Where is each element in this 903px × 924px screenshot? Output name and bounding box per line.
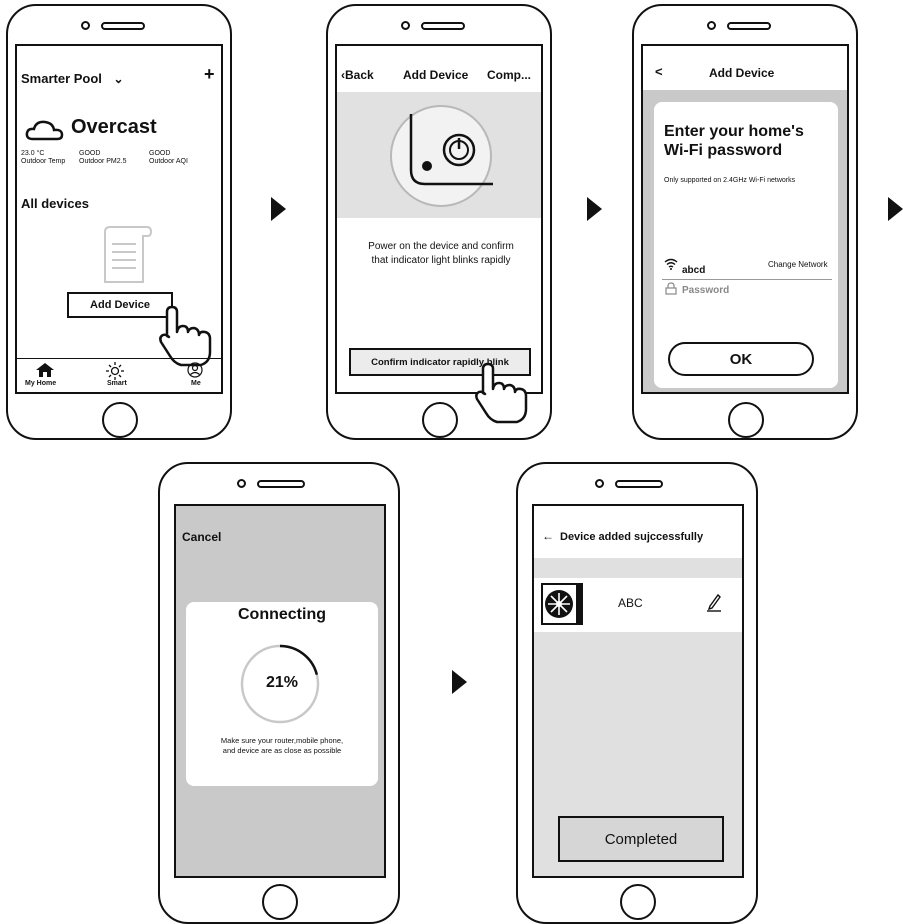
page-title: Device added sujccessfully — [560, 531, 704, 543]
dialog-heading: Enter your home's Wi-Fi password — [664, 123, 804, 159]
camera-dot — [707, 21, 716, 30]
home-button — [262, 884, 298, 920]
back-button[interactable]: < — [655, 64, 663, 79]
completed-button[interactable]: Completed — [558, 816, 724, 862]
cancel-button[interactable]: Cancel — [182, 530, 222, 544]
header-bar — [643, 46, 847, 90]
password-field[interactable]: Password — [682, 285, 730, 296]
home-button — [422, 402, 458, 438]
nav-label-my-home[interactable]: My Home — [25, 380, 57, 387]
progress-ring — [240, 644, 320, 724]
illustration-panel — [337, 92, 541, 218]
bottom-nav — [17, 358, 221, 359]
phone-frame-3: < Add Device Enter your home's Wi-Fi pas… — [632, 4, 858, 440]
next-step-arrow — [587, 197, 602, 221]
speaker-bar — [257, 480, 305, 488]
add-device-button[interactable]: Add Device — [67, 292, 173, 318]
confirm-blink-button[interactable]: Confirm indicator rapidly blink — [349, 348, 531, 376]
phone-frame-4: Cancel Connecting 21% Make sure your rou… — [158, 462, 400, 924]
change-network-link[interactable]: Change Network — [768, 260, 828, 269]
camera-dot — [237, 479, 246, 488]
screen-device-added: ← Device added sujccessfully ABC Complet… — [532, 504, 744, 878]
connecting-dialog: Connecting 21% Make sure your router,mob… — [186, 602, 378, 786]
speaker-bar — [615, 480, 663, 488]
screen-wifi-password: < Add Device Enter your home's Wi-Fi pas… — [641, 44, 849, 394]
camera-dot — [595, 479, 604, 488]
home-button — [102, 402, 138, 438]
next-step-arrow — [271, 197, 286, 221]
hand-pointer-icon — [475, 362, 528, 424]
back-button[interactable]: ‹Back — [341, 68, 374, 82]
edit-pencil-icon[interactable] — [706, 592, 722, 612]
ok-button[interactable]: OK — [668, 342, 814, 376]
progress-percent: 21% — [265, 674, 299, 691]
divider — [662, 279, 832, 280]
device-name: ABC — [618, 596, 643, 610]
user-icon[interactable] — [187, 362, 203, 378]
device-card[interactable]: ABC — [534, 578, 742, 632]
camera-dot — [401, 21, 410, 30]
home-button — [620, 884, 656, 920]
wifi-ssid: abcd — [682, 265, 706, 276]
wifi-dialog: Enter your home's Wi-Fi password Only su… — [654, 102, 838, 388]
chevron-down-icon: ⌄ — [113, 72, 124, 86]
complete-link[interactable]: Comp... — [487, 68, 531, 82]
dialog-title: Connecting — [238, 606, 326, 623]
lock-icon — [665, 282, 677, 295]
next-step-arrow — [452, 670, 467, 694]
nav-label-smart[interactable]: Smart — [107, 380, 127, 387]
next-step-arrow — [888, 197, 903, 221]
home-name[interactable]: Smarter Pool ⌄ — [21, 71, 124, 86]
page-title: Add Device — [403, 68, 469, 82]
weather-label: Overcast — [71, 116, 157, 138]
sun-icon[interactable] — [106, 362, 124, 380]
home-button — [728, 402, 764, 438]
network-note: Only supported on 2.4GHz Wi-Fi networks — [664, 177, 796, 184]
page-title: Add Device — [709, 66, 775, 80]
screen-add-device: ‹Back Add Device Comp... Power on the de… — [335, 44, 543, 394]
speaker-bar — [727, 22, 771, 30]
home-icon[interactable] — [35, 362, 55, 378]
speaker-bar — [421, 22, 465, 30]
cloud-icon — [25, 120, 64, 141]
camera-dot — [81, 21, 90, 30]
screen-connecting: Cancel Connecting 21% Make sure your rou… — [174, 504, 386, 878]
hand-pointer-icon — [159, 305, 212, 367]
progress-arc — [240, 644, 320, 724]
wifi-icon — [664, 258, 678, 270]
add-home-button[interactable]: + — [204, 64, 215, 84]
instruction-text: Power on the device and confirm that ind… — [368, 241, 514, 266]
phone-frame-2: ‹Back Add Device Comp... Power on the de… — [326, 4, 552, 440]
speaker-bar — [101, 22, 145, 30]
header-bar — [534, 506, 742, 558]
back-arrow-icon[interactable]: ← — [542, 529, 554, 543]
document-icon — [104, 226, 153, 283]
heat-pump-icon — [541, 583, 583, 625]
nav-label-me[interactable]: Me — [191, 380, 201, 387]
section-title: All devices — [21, 196, 89, 211]
phone-frame-5: ← Device added sujccessfully ABC Complet… — [516, 462, 758, 924]
hint-text: Make sure your router,mobile phone, and … — [220, 736, 344, 755]
device-indicator-illustration — [390, 105, 493, 207]
